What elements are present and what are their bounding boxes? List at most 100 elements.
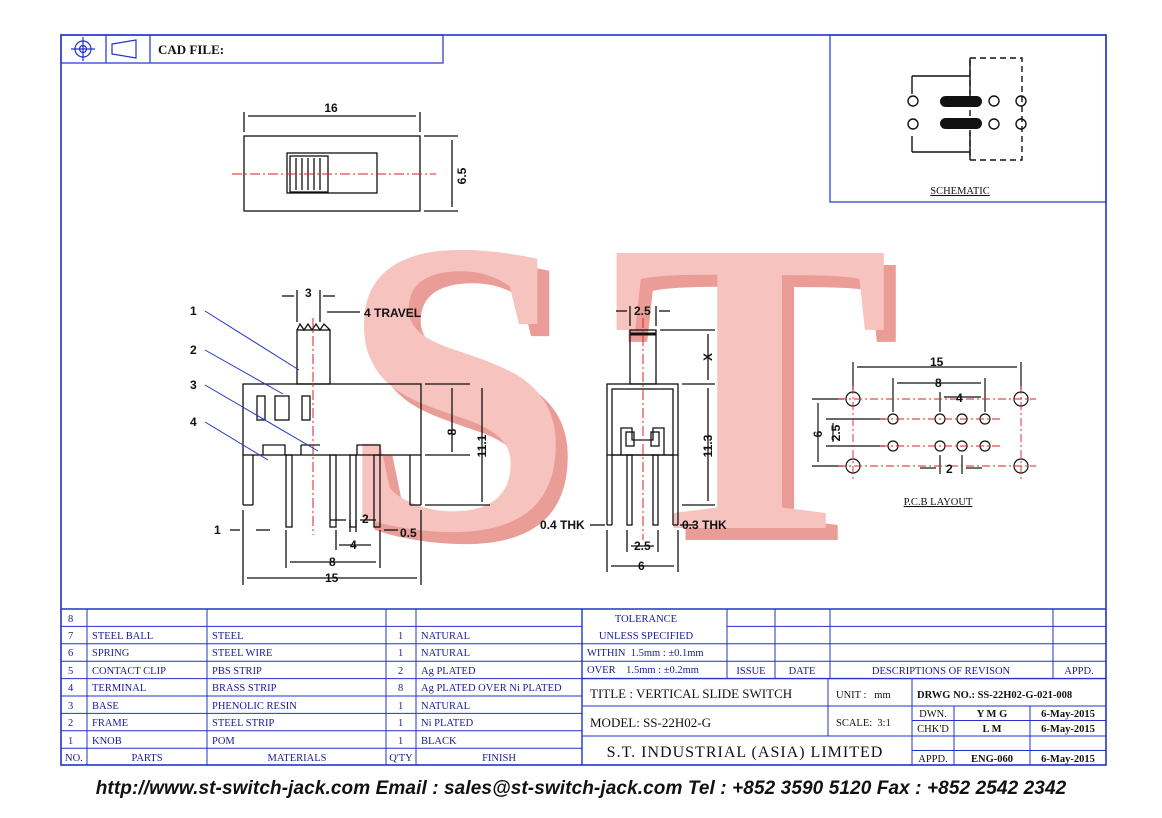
parts-header-qty: Q'TY [389,753,413,764]
watermark-s: S [340,154,564,619]
side-dim-top: 2.5 [634,304,651,318]
parts-row-material: POM [212,736,235,747]
revision-date-header: DATE [789,666,816,677]
schematic-box [829,34,1107,203]
dim-knob-width: 3 [305,286,312,300]
dwn-name: Y M G [977,709,1008,720]
parts-row-finish: NATURAL [421,701,470,712]
parts-row-finish: Ag PLATED [421,666,476,677]
parts-row-finish: BLACK [421,736,457,747]
callout-1: 1 [190,304,197,318]
parts-row-finish: Ag PLATED OVER Ni PLATED [421,683,562,694]
parts-row-no: 6 [68,648,73,659]
dim-pin-width: 1 [214,523,221,537]
drawing-number: DRWG NO.: SS-22H02-G-021-008 [917,690,1072,701]
projection-symbol-icon [71,37,137,61]
parts-row-no: 4 [68,683,74,694]
side-dim-pin-gap: 2.5 [634,539,651,553]
revision-appd-header: APPD. [1064,666,1093,677]
parts-row-part: FRAME [92,718,128,729]
dim-total-height: 11.1 [475,434,489,457]
parts-row-material: PBS STRIP [212,666,262,677]
dim-travel: 4 TRAVEL [364,306,421,320]
parts-row-finish: Ni PLATED [421,718,474,729]
pcb-layout-label: P.C.B LAYOUT [904,497,973,508]
parts-row-part: CONTACT CLIP [92,666,166,677]
pcb-layout [812,362,1029,474]
company-name: S.T. INDUSTRIAL (ASIA) LIMITED [607,744,884,761]
dim-pitch-mid: 4 [350,538,357,552]
parts-header-parts: PARTS [131,753,162,764]
parts-row-no: 1 [68,736,73,747]
parts-row-no: 5 [68,666,73,677]
watermark-logo: S S T T [340,154,902,631]
drawing-unit: UNIT : mm [836,690,891,701]
parts-row-qty: 1 [398,648,403,659]
parts-row-qty: 1 [398,701,403,712]
parts-row-finish: NATURAL [421,648,470,659]
appd-name: ENG-060 [971,754,1013,765]
parts-row-material: STEEL WIRE [212,648,272,659]
dim-body-height: 8 [445,428,459,435]
revision-issue-header: ISSUE [736,666,765,677]
side-dim-left-thk: 0.4 THK [540,518,585,532]
parts-row-part: STEEL BALL [92,631,153,642]
watermark-t-shadow: T [622,166,902,631]
appd-label: APPD. [918,754,947,765]
parts-row-no: 7 [68,631,73,642]
drawing-scale: SCALE: 3:1 [836,718,891,729]
cad-file-label: CAD FILE: [158,42,224,57]
schematic-contacts [940,96,982,129]
parts-row-material: PHENOLIC RESIN [212,701,297,712]
callout-4: 4 [190,415,197,429]
parts-row-qty: 1 [398,631,403,642]
header-block [60,34,444,64]
appd-date: 6-May-2015 [1041,754,1095,765]
dim-overall: 15 [325,571,339,585]
parts-row-qty: 2 [398,666,403,677]
pcb-dim-overall: 15 [930,355,944,369]
dim-pin-gap: 0.5 [400,526,417,540]
side-dim-x: X [701,353,715,361]
parts-table: 8 7 STEEL BALL STEEL 1 NATURAL 6 SPRING … [65,614,562,764]
tolerance-line3: WITHIN 1.5mm : ±0.1mm [587,648,704,659]
front-view [230,290,490,585]
parts-row-part: KNOB [92,736,122,747]
parts-row-material: STEEL STRIP [212,718,274,729]
pcb-dim-inner: 8 [935,376,942,390]
dim-pitch-small: 2 [362,512,369,526]
chkd-name: L M [983,724,1002,735]
revision-desc-header: DESCRIPTIONS OF REVISON [872,666,1011,677]
contact-footer: http://www.st-switch-jack.com Email : sa… [95,778,1067,799]
watermark-t: T [610,154,890,619]
parts-header-materials: MATERIALS [268,753,327,764]
pcb-dim-offset: 2 [946,462,953,476]
parts-row-no: 2 [68,718,73,729]
parts-row-qty: 1 [398,718,403,729]
parts-row-finish: NATURAL [421,631,470,642]
chkd-date: 6-May-2015 [1041,724,1095,735]
dwn-label: DWN. [919,709,947,720]
parts-header-finish: FINISH [482,753,516,764]
schematic-label: SCHEMATIC [930,186,990,197]
dwn-date: 6-May-2015 [1041,709,1095,720]
side-dim-right-thk: 0.3 THK [682,518,727,532]
front-view-callout-lines [204,310,319,461]
parts-row-part: TERMINAL [92,683,146,694]
schematic-diagram [907,57,1027,161]
pcb-dim-pitch: 4 [956,391,963,405]
top-view-dim-height: 6.5 [455,167,469,184]
chkd-label: CHK'D [917,724,949,735]
parts-row-qty: 8 [398,683,403,694]
parts-row-material: STEEL [212,631,244,642]
drawing-title: TITLE : VERTICAL SLIDE SWITCH [590,686,792,701]
pcb-dim-height: 6 [811,430,825,437]
tolerance-line2: UNLESS SPECIFIED [599,631,694,642]
parts-row-qty: 1 [398,736,403,747]
sheet-border [60,34,1107,766]
tolerance-line1: TOLERANCE [615,614,677,625]
parts-row-part: SPRING [92,648,130,659]
callout-3: 3 [190,378,197,392]
pcb-dim-row: 2.5 [829,424,843,441]
